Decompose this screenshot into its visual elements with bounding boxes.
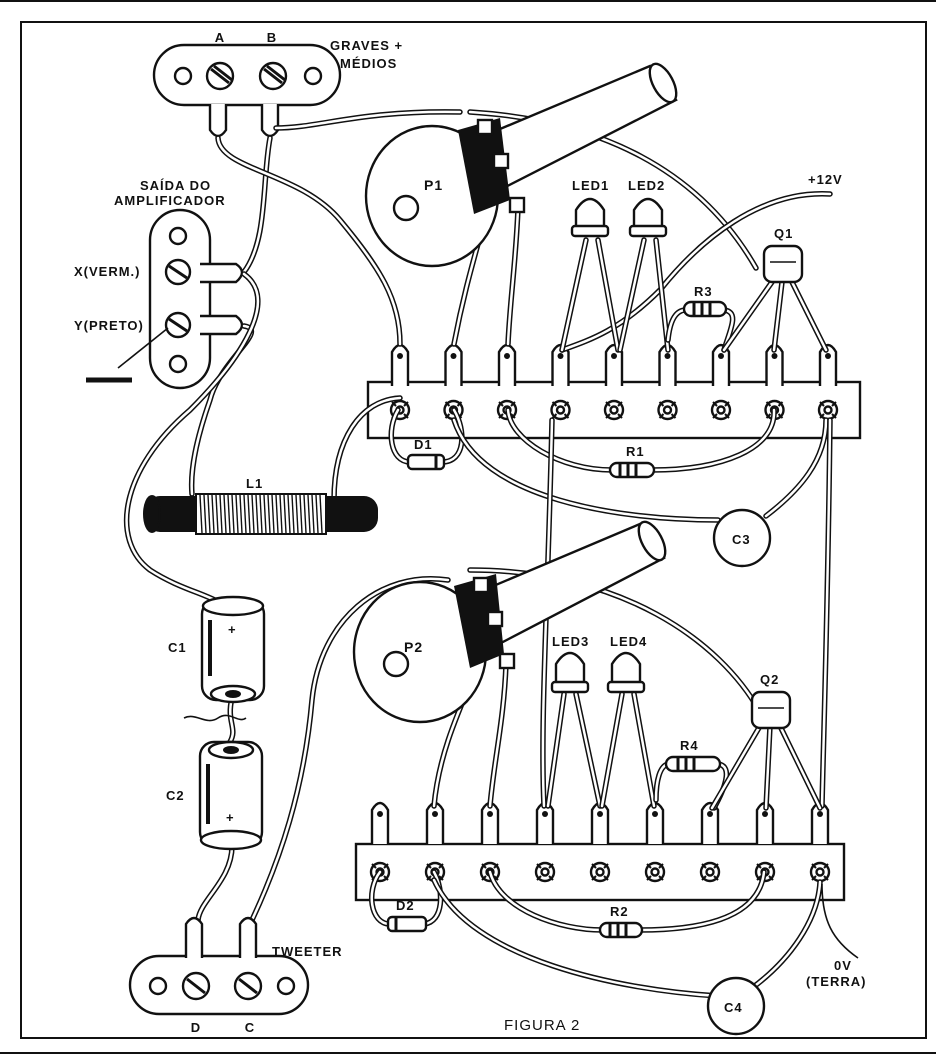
upper-lug-6 bbox=[657, 343, 678, 421]
lower-lug-6 bbox=[644, 801, 666, 883]
resistor-r3 bbox=[682, 300, 728, 318]
r4-label: R4 bbox=[680, 738, 699, 753]
led2 bbox=[628, 197, 668, 238]
terminal-c-label: C bbox=[245, 1020, 255, 1035]
terminal-b-label: B bbox=[267, 30, 277, 45]
lower-lug-7 bbox=[699, 801, 721, 883]
q2-label: Q2 bbox=[760, 672, 779, 687]
c1-plus-label: + bbox=[228, 622, 237, 637]
saida-label-line2: AMPLIFICADOR bbox=[114, 193, 226, 208]
led1-label: LED1 bbox=[572, 178, 609, 193]
wires bbox=[123, 109, 859, 999]
tweeter-label: TWEETER bbox=[272, 944, 343, 959]
resistor-r1 bbox=[608, 461, 656, 479]
diode-d2 bbox=[386, 915, 428, 933]
transistor-q1 bbox=[762, 244, 804, 284]
capacitor-c2 bbox=[198, 740, 264, 851]
r2-label: R2 bbox=[610, 904, 629, 919]
resistor-r4 bbox=[664, 755, 722, 773]
y-preto-label: Y(PRETO) bbox=[74, 318, 144, 333]
transistor-q2 bbox=[750, 690, 792, 730]
graves-label-line1: GRAVES + bbox=[330, 38, 403, 53]
plus12v-label: +12V bbox=[808, 172, 843, 187]
figure-caption: FIGURA 2 bbox=[504, 1017, 580, 1034]
ov-label-line2: (TERRA) bbox=[806, 974, 866, 989]
amplifier-terminal-strip bbox=[86, 208, 244, 390]
lower-lug-8 bbox=[754, 801, 776, 883]
p2-label: P2 bbox=[404, 639, 423, 655]
r1-label: R1 bbox=[626, 444, 645, 459]
terminal-a-label: A bbox=[215, 30, 225, 45]
c3-label: C3 bbox=[732, 532, 751, 547]
c1-label: C1 bbox=[168, 640, 187, 655]
led4 bbox=[606, 651, 646, 694]
lower-lug-9 bbox=[809, 801, 831, 883]
q1-label: Q1 bbox=[774, 226, 793, 241]
potentiometer-p2 bbox=[352, 520, 667, 724]
saida-label-line1: SAÍDA DO bbox=[140, 178, 211, 193]
p1-label: P1 bbox=[424, 177, 443, 193]
led4-label: LED4 bbox=[610, 634, 647, 649]
upper-lug-1 bbox=[389, 343, 411, 421]
lower-lug-2 bbox=[424, 801, 446, 883]
capacitor-c1 bbox=[200, 595, 266, 704]
diagram-border bbox=[20, 21, 927, 1039]
inductor-l1 bbox=[143, 493, 378, 535]
c2-plus-label: + bbox=[226, 810, 235, 825]
tweeter-terminal-strip bbox=[128, 916, 310, 1016]
terminal-d-label: D bbox=[191, 1020, 201, 1035]
upper-lug-9 bbox=[817, 343, 839, 421]
woofer-terminal-strip bbox=[152, 43, 342, 138]
c2-label: C2 bbox=[166, 788, 185, 803]
led3-label: LED3 bbox=[552, 634, 589, 649]
resistor-r2 bbox=[598, 921, 644, 939]
c4-label: C4 bbox=[724, 1000, 743, 1015]
capacitor-c4 bbox=[706, 976, 766, 1036]
upper-lug-4 bbox=[550, 343, 571, 421]
upper-lug-7 bbox=[710, 343, 732, 421]
upper-lug-5 bbox=[603, 343, 625, 421]
r3-label: R3 bbox=[694, 284, 713, 299]
led1 bbox=[570, 197, 610, 238]
x-verm-label: X(VERM.) bbox=[74, 264, 141, 279]
capacitor-c3 bbox=[712, 508, 772, 568]
potentiometer-p1 bbox=[364, 62, 678, 268]
graves-label-line2: MÉDIOS bbox=[340, 56, 397, 71]
d2-label: D2 bbox=[396, 898, 415, 913]
l1-label: L1 bbox=[246, 476, 263, 491]
led3 bbox=[550, 651, 590, 694]
d1-label: D1 bbox=[414, 437, 433, 452]
lower-lug-4 bbox=[534, 801, 556, 883]
lower-lug-5 bbox=[589, 801, 611, 883]
ov-label-line1: 0V bbox=[834, 958, 852, 973]
diode-d1 bbox=[406, 453, 446, 471]
led2-label: LED2 bbox=[628, 178, 665, 193]
